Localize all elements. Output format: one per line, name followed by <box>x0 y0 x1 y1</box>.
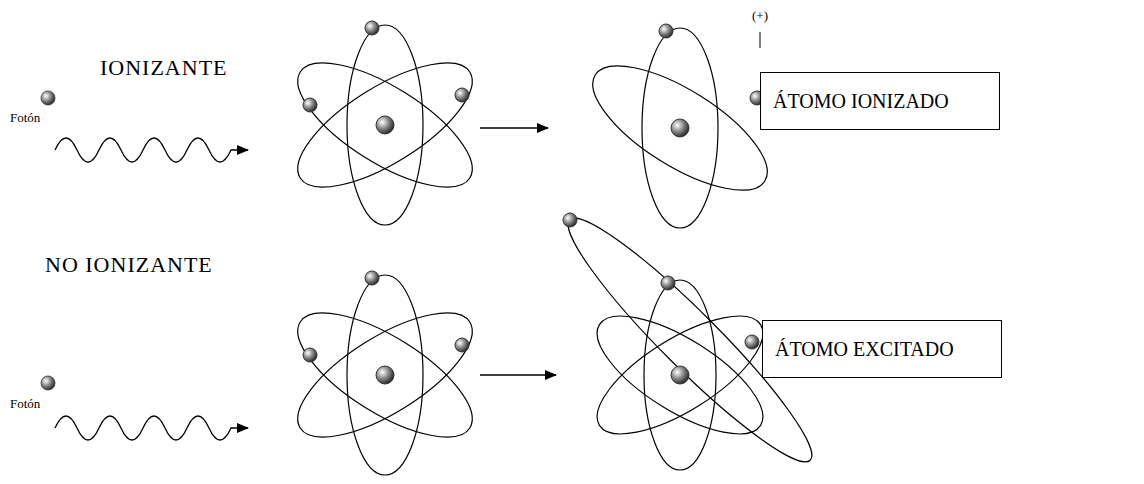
process-arrow <box>480 374 556 375</box>
orbit <box>642 28 718 228</box>
annotation: Fotón <box>10 110 40 126</box>
electron <box>303 348 317 362</box>
orbit <box>347 25 423 225</box>
electron <box>659 24 673 38</box>
label-box: ÁTOMO IONIZADO <box>760 72 1000 130</box>
electron <box>365 21 379 35</box>
orbit <box>580 294 779 456</box>
orbit <box>347 275 423 475</box>
photon-dot <box>41 376 55 390</box>
box-title: ÁTOMO EXCITADO <box>763 338 966 361</box>
electron <box>365 271 379 285</box>
orbit <box>580 294 779 456</box>
electron <box>455 88 469 102</box>
electron <box>745 335 759 349</box>
ion <box>575 28 785 228</box>
orbit <box>280 40 490 210</box>
process-arrow <box>480 127 548 128</box>
electron <box>661 276 675 290</box>
electron <box>303 98 317 112</box>
nucleus <box>376 116 394 134</box>
box-title: ÁTOMO IONIZADO <box>761 90 961 113</box>
row-heading: IONIZANTE <box>100 55 228 81</box>
electron <box>563 213 577 227</box>
nucleus <box>376 366 394 384</box>
tick-mark <box>760 32 761 48</box>
annotation: (+) <box>752 8 768 24</box>
row-heading: NO IONIZANTE <box>45 252 213 278</box>
orbit <box>280 290 490 460</box>
atom <box>280 275 490 475</box>
photon-wave <box>55 416 248 440</box>
label-box: ÁTOMO EXCITADO <box>762 320 1002 378</box>
atom <box>280 25 490 225</box>
orbit <box>280 290 490 460</box>
orbit <box>280 40 490 210</box>
photon-dot <box>41 91 55 105</box>
electron <box>455 338 469 352</box>
photon-wave <box>55 138 248 162</box>
annotation: Fotón <box>10 396 40 412</box>
nucleus <box>671 119 689 137</box>
orbit <box>644 280 716 470</box>
orbit <box>575 43 785 213</box>
nucleus <box>671 366 689 384</box>
